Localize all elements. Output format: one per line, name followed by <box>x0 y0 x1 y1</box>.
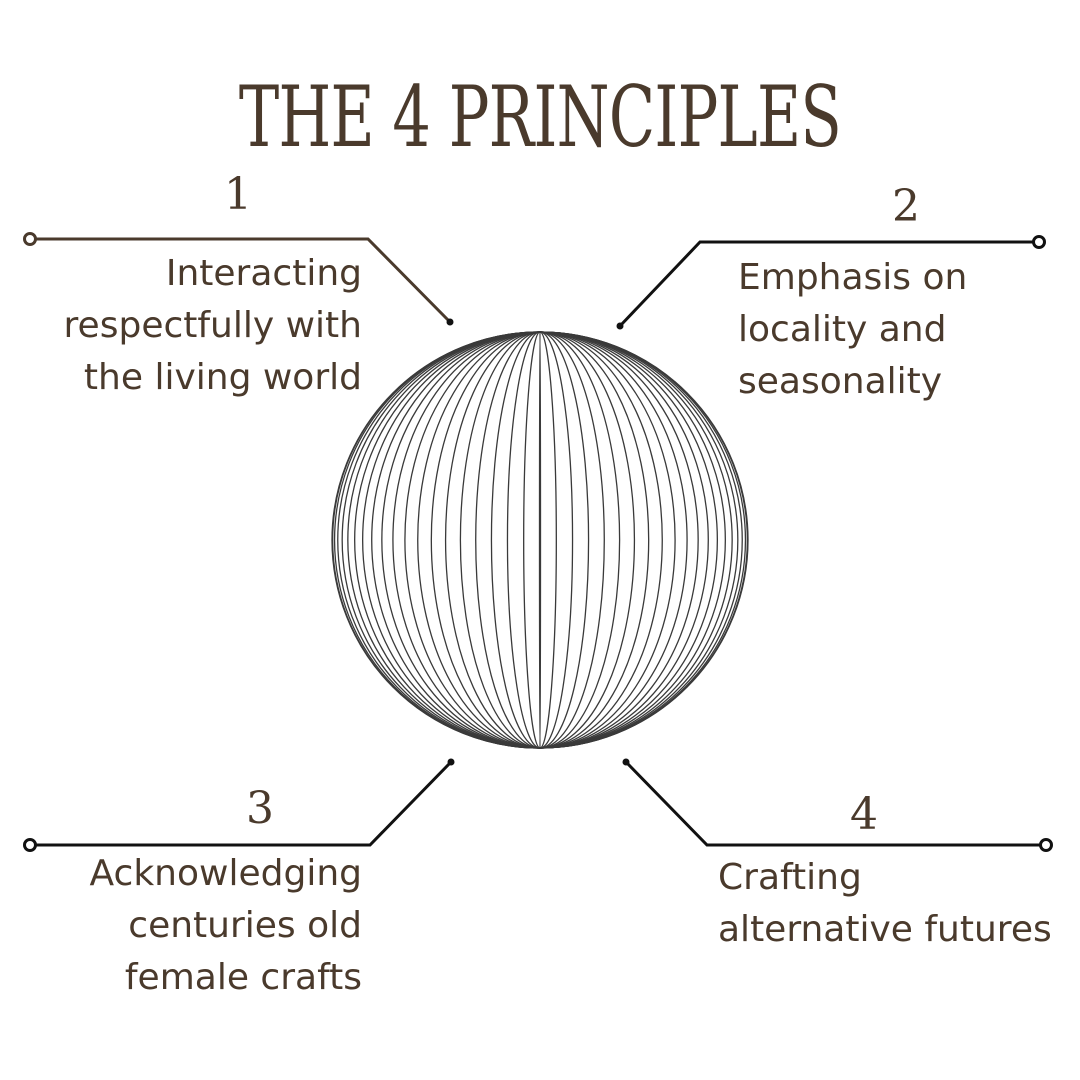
principle-3-text: Acknowledging centuries old female craft… <box>89 853 362 998</box>
connector-4 <box>622 758 1053 852</box>
connector-1 <box>23 232 454 326</box>
page-title: THE 4 PRINCIPLES <box>238 68 842 166</box>
connector-2 <box>616 235 1046 330</box>
principle-1-number: 1 <box>224 169 252 220</box>
principle-4-text: Crafting alternative futures <box>718 857 1052 950</box>
principle-2-text: Emphasis on locality and seasonality <box>738 257 968 402</box>
globe-icon <box>331 331 749 749</box>
principle-3-number: 3 <box>246 783 274 834</box>
globe-meridian <box>538 331 542 749</box>
principle-1-text: Interacting respectfully with the living… <box>63 253 362 398</box>
principle-2-number: 2 <box>892 181 920 232</box>
connector-3 <box>23 758 455 852</box>
principle-4-number: 4 <box>850 789 878 840</box>
